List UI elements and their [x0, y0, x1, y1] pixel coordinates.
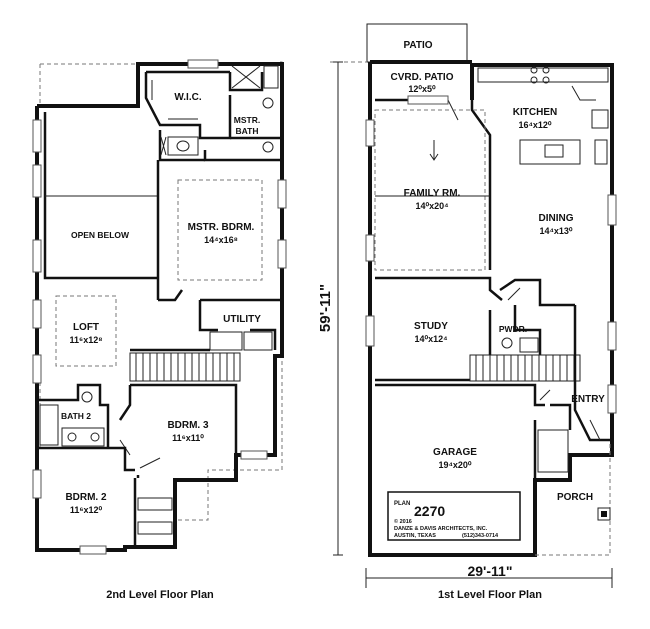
dimension-lines [333, 61, 613, 588]
stair-1st [469, 354, 581, 382]
overall-width-dim: 29'-11" [467, 563, 512, 579]
garage-dim: 19⁴x20⁰ [438, 460, 471, 470]
mstr-bath-label-2: BATH [236, 126, 259, 136]
first-level-caption: 1st Level Floor Plan [438, 589, 542, 601]
study-dim: 14⁰x12⁴ [414, 334, 447, 344]
pwdr-label: PWDR. [499, 324, 527, 334]
cvrd-patio-label: CVRD. PATIO [391, 72, 454, 83]
kitchen-label: KITCHEN [513, 107, 557, 118]
plate-label: PLAN [394, 501, 410, 507]
bath2-label: BATH 2 [61, 411, 91, 421]
bdrm2-label: BDRM. 2 [65, 492, 107, 503]
first-level-plan [330, 23, 617, 557]
loft-label: LOFT [73, 322, 99, 333]
bdrm2-dim: 11⁶x12⁰ [70, 505, 103, 515]
stair-2nd [129, 352, 241, 382]
porch-label: PORCH [557, 492, 593, 503]
wic-label: W.I.C. [174, 92, 201, 103]
study-label: STUDY [414, 321, 448, 332]
mstr-bdrm-dim: 14⁴x16⁸ [204, 235, 238, 245]
patio-label: PATIO [403, 40, 432, 51]
dining-dim: 14⁴x13⁰ [539, 226, 572, 236]
plate-city: AUSTIN, TEXAS [394, 533, 436, 539]
bdrm3-label: BDRM. 3 [167, 420, 209, 431]
loft-dim: 11⁶x12⁸ [70, 335, 103, 345]
family-label: FAMILY RM. [404, 188, 461, 199]
second-level-caption: 2nd Level Floor Plan [106, 589, 214, 601]
plan-plate [387, 491, 521, 541]
second-level-plan [32, 59, 287, 555]
plate-phone: (512)343-0714 [462, 533, 499, 539]
plate-copyright: © 2016 [394, 518, 412, 525]
plate-firm: DANZE & DAVIS ARCHITECTS, INC. [394, 526, 488, 532]
mstr-bath-label-1: MSTR. [234, 115, 260, 125]
utility-label: UTILITY [223, 314, 261, 325]
entry-label: ENTRY [571, 394, 605, 405]
mstr-bdrm-label: MSTR. BDRM. [188, 222, 255, 233]
plate-number: 2270 [414, 503, 445, 519]
overall-depth-dim: 59'-11" [317, 284, 334, 332]
dining-label: DINING [539, 213, 574, 224]
open-below-label: OPEN BELOW [71, 230, 130, 240]
kitchen-dim: 16⁴x12⁰ [518, 120, 551, 130]
family-dim: 14⁰x20⁴ [415, 201, 448, 211]
garage-label: GARAGE [433, 447, 477, 458]
bdrm3-dim: 11⁶x11⁰ [172, 433, 204, 443]
cvrd-patio-dim: 12⁰x5⁰ [408, 84, 436, 94]
